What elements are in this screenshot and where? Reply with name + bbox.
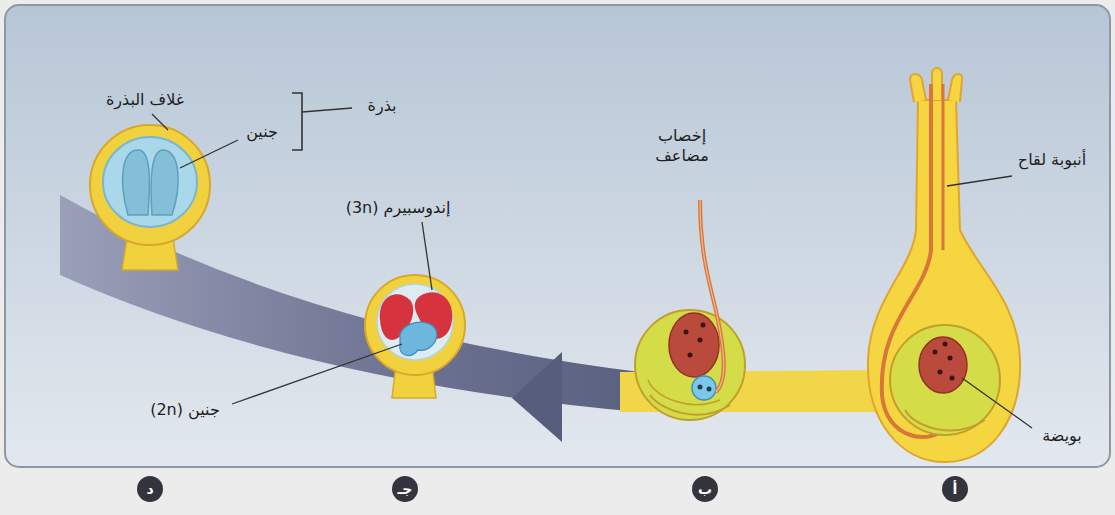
- leader-line: [422, 222, 432, 290]
- part-label: إندوسبيرم (3n): [346, 198, 451, 218]
- integument: [905, 410, 985, 430]
- part-label: جنين (2n): [150, 400, 220, 420]
- leader-line: [947, 176, 1012, 186]
- part-label: بويضة: [1042, 426, 1082, 446]
- embryo-2n: [400, 322, 437, 355]
- seed-coat: [365, 275, 465, 375]
- stigma: [910, 68, 962, 102]
- panel: [5, 5, 1110, 467]
- pollen-tube: [700, 200, 724, 392]
- leader-line: [152, 114, 168, 130]
- leader-line: [302, 108, 352, 112]
- step-letter-text: د: [146, 482, 153, 496]
- embryo-sac: [669, 313, 719, 377]
- zygote: [692, 376, 716, 400]
- embryo-sac: [919, 337, 967, 393]
- part-label: أنبوبة لقاح: [1016, 150, 1088, 170]
- step-letter: د: [137, 476, 163, 502]
- embryo-cotyledon: [123, 150, 150, 215]
- embryo-cotyledon: [151, 150, 178, 215]
- seed-inner: [103, 137, 197, 227]
- pollen-tube-core: [700, 200, 724, 392]
- step-letter-text: أ: [953, 482, 958, 496]
- pollen-tube: [942, 84, 945, 250]
- step-letter-text: جـ: [398, 482, 413, 496]
- leader-line: [232, 344, 402, 404]
- arrow-head: [512, 352, 562, 442]
- step-letter: جـ: [392, 476, 418, 502]
- step-letter-text: ب: [698, 482, 712, 496]
- step-letter: أ: [942, 476, 968, 502]
- leader-line: [180, 140, 238, 168]
- ovule: [635, 310, 745, 420]
- bracket: [292, 93, 302, 150]
- step-letter: ب: [692, 476, 718, 502]
- part-label: بذرة: [368, 96, 397, 116]
- part-label: جنين: [246, 122, 278, 142]
- part-label: غلاف البذرة: [106, 90, 184, 110]
- seed-coat: [90, 125, 210, 245]
- ovule: [890, 325, 1000, 435]
- part-label: إخصاب مضاعف: [646, 126, 718, 166]
- leader-line: [962, 378, 1032, 428]
